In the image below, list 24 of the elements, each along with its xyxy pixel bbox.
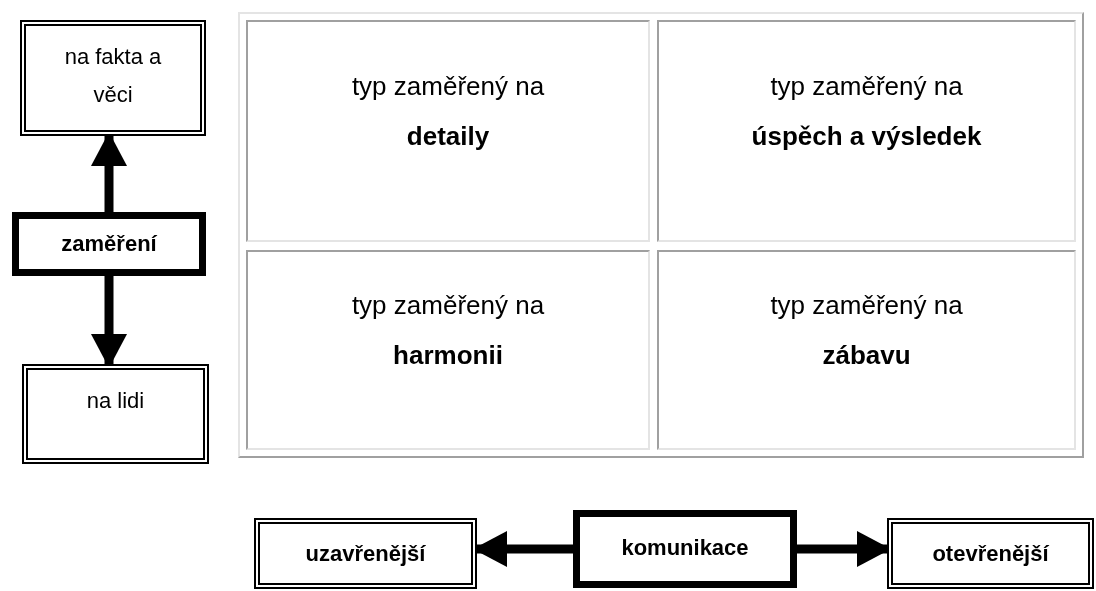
box-label: na fakta a věci — [63, 43, 163, 109]
category-box — [573, 510, 797, 588]
box-label: typ zaměřený na — [351, 289, 545, 322]
box-label: na lidi — [86, 387, 145, 415]
type-name: zábavu — [822, 339, 911, 372]
box-label: zaměření — [61, 230, 157, 258]
pole-box — [254, 518, 477, 589]
box-label: otevřenější — [932, 539, 1049, 568]
box-label: typ zaměřený na — [770, 289, 963, 322]
type-name: harmonii — [393, 339, 503, 372]
category-box — [12, 212, 206, 276]
table-cell — [657, 20, 1076, 242]
type-name: úspěch a výsledek — [751, 120, 982, 153]
table-cell — [246, 250, 650, 450]
table-cell — [657, 250, 1076, 450]
box-label: typ zaměřený na — [351, 70, 545, 103]
pole-box — [887, 518, 1094, 589]
box-label: typ zaměřený na — [770, 70, 963, 103]
box-label: uzavřenější — [305, 539, 426, 568]
pole-box — [22, 364, 209, 464]
type-name: detaily — [406, 120, 490, 153]
pole-box — [20, 20, 206, 136]
box-label: komunikace — [621, 534, 749, 562]
table-cell — [246, 20, 650, 242]
